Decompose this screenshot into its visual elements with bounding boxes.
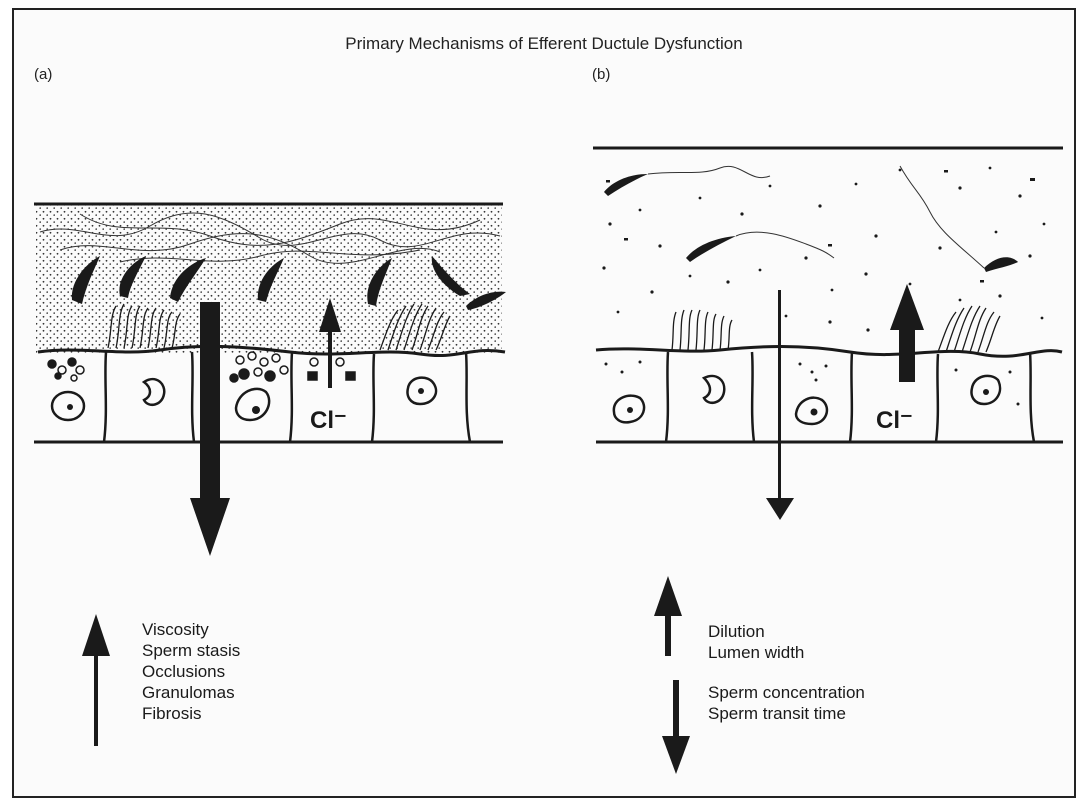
arrow-up-icon bbox=[654, 576, 682, 656]
effect-item: Dilution bbox=[708, 621, 804, 642]
chloride-ion-label-a: Cl⁻ bbox=[310, 407, 347, 434]
effect-item: Sperm stasis bbox=[142, 640, 240, 661]
arrow-up-icon bbox=[82, 614, 110, 746]
effect-item: Sperm transit time bbox=[708, 703, 865, 724]
free-sperm bbox=[604, 166, 1018, 272]
panel-b-decrease-list: Sperm concentration Sperm transit time bbox=[708, 682, 865, 724]
panel-b-diagram: Cl⁻ bbox=[593, 148, 1063, 520]
cell-borders-a bbox=[104, 352, 470, 442]
panel-b-increase-list: Dilution Lumen width bbox=[708, 621, 804, 663]
arrow-down-icon bbox=[662, 680, 690, 774]
fluid-reabsorption-arrow-b bbox=[766, 290, 794, 520]
effect-item: Granulomas bbox=[142, 682, 240, 703]
cilia-left-b bbox=[672, 310, 732, 350]
cilia-right-b bbox=[938, 306, 1000, 352]
apical-membrane-b bbox=[596, 347, 1062, 357]
effect-item: Occlusions bbox=[142, 661, 240, 682]
effect-item: Sperm concentration bbox=[708, 682, 865, 703]
nucleolus-dots-b bbox=[627, 389, 989, 416]
panel-a-diagram: Cl⁻ bbox=[34, 204, 506, 556]
cell-nuclei-a bbox=[52, 378, 436, 420]
panel-a-effects-list: Viscosity Sperm stasis Occlusions Granul… bbox=[142, 619, 240, 724]
chloride-ion-label-b: Cl⁻ bbox=[876, 407, 913, 434]
effect-item: Fibrosis bbox=[142, 703, 240, 724]
cell-nuclei-b bbox=[614, 376, 1000, 424]
effect-item: Viscosity bbox=[142, 619, 240, 640]
chloride-secretion-arrow-b bbox=[890, 284, 924, 382]
effect-item: Lumen width bbox=[708, 642, 804, 663]
